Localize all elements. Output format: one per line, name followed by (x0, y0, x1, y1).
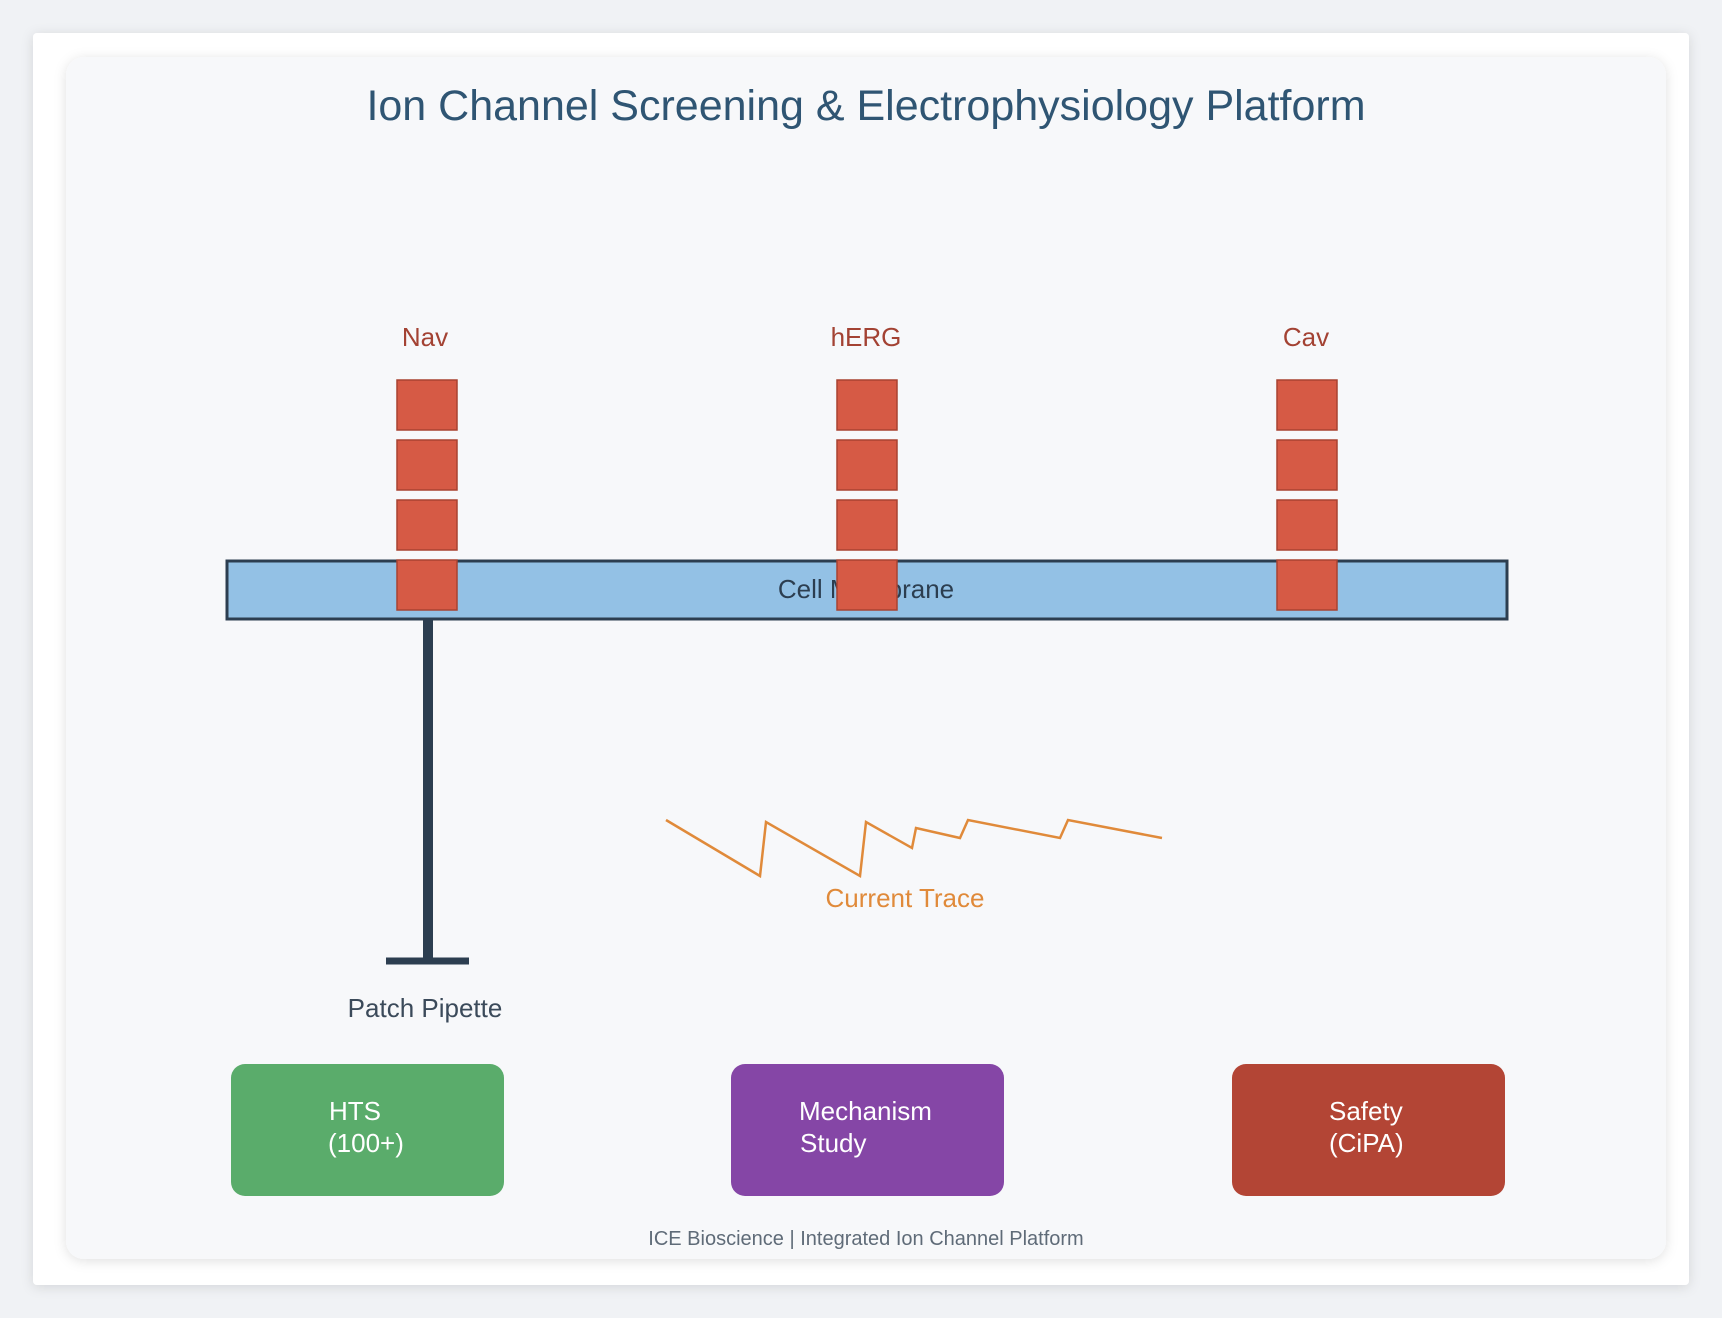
channel-subunit (836, 499, 898, 551)
channel-label: Cav (1283, 322, 1329, 352)
patch-pipette: Patch Pipette (348, 620, 503, 1023)
channel-herg: hERG (831, 322, 902, 611)
diagram-title: Ion Channel Screening & Electrophysiolog… (366, 82, 1365, 130)
channel-subunit (396, 499, 458, 551)
channel-subunit (836, 379, 898, 431)
module-hts[interactable]: HTS (100+) (231, 1064, 504, 1196)
module-line: Study (800, 1128, 867, 1158)
pipette-label: Patch Pipette (348, 993, 503, 1023)
channel-label: Nav (402, 322, 448, 352)
module-box[interactable] (1232, 1064, 1505, 1196)
channel-subunit (836, 559, 898, 611)
channel-subunit (396, 559, 458, 611)
module-mechanism[interactable]: Mechanism Study (731, 1064, 1004, 1196)
trace-line (665, 818, 1163, 879)
channel-label: hERG (831, 322, 902, 352)
current-trace: Current Trace (665, 818, 1163, 913)
module-safety[interactable]: Safety (CiPA) (1232, 1064, 1505, 1196)
module-label: Safety (CiPA) (1329, 1096, 1410, 1158)
channel-subunit (1276, 439, 1338, 491)
channel-subunit (396, 379, 458, 431)
channel-subunit (836, 439, 898, 491)
channel-subunit (396, 439, 458, 491)
module-line: Safety (1329, 1096, 1403, 1126)
channel-subunit (1276, 379, 1338, 431)
channel-cav: Cav (1276, 322, 1338, 611)
module-line: HTS (329, 1096, 381, 1126)
module-label: HTS (100+) (328, 1096, 404, 1158)
trace-label: Current Trace (826, 883, 985, 913)
module-label: Mechanism Study (799, 1096, 939, 1158)
channel-subunit (1276, 499, 1338, 551)
footer-text: ICE Bioscience | Integrated Ion Channel … (648, 1228, 1083, 1250)
channel-subunit (1276, 559, 1338, 611)
module-line: (100+) (328, 1128, 404, 1158)
module-line: Mechanism (799, 1096, 932, 1126)
module-box[interactable] (731, 1064, 1004, 1196)
channel-nav: Nav (396, 322, 458, 611)
module-box[interactable] (231, 1064, 504, 1196)
module-line: (CiPA) (1329, 1128, 1404, 1158)
